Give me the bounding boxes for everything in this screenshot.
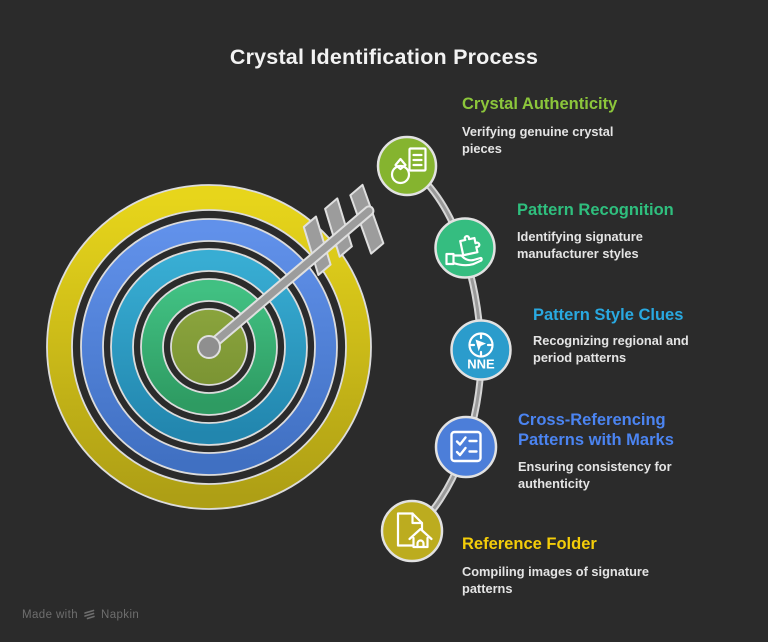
napkin-logo-icon <box>84 609 95 620</box>
watermark: Made with Napkin <box>22 608 139 621</box>
step-desc-reference-folder: Compiling images of signature patterns <box>462 564 649 596</box>
home-icon-mask <box>409 528 432 548</box>
step-heading-pattern-style-clues: Pattern Style Clues <box>533 306 684 324</box>
step-heading-reference-folder: Reference Folder <box>462 535 597 553</box>
watermark-brand: Napkin <box>101 608 140 621</box>
arrow-icon <box>197 183 385 359</box>
step-desc-pattern-style-clues: Recognizing regional and period patterns <box>533 333 689 365</box>
step-heading-cross-referencing: Cross-Referencing Patterns with Marks <box>518 411 674 449</box>
compass-needle <box>475 339 486 352</box>
checklist-icon <box>450 430 482 463</box>
step-circle-pattern-style-clues <box>450 319 512 381</box>
step-heading-crystal-authenticity: Crystal Authenticity <box>462 95 618 113</box>
step-circle-reference-folder <box>380 499 444 563</box>
step-circle-crystal-authenticity <box>376 135 438 197</box>
document-home-icon <box>396 512 433 549</box>
compass-icon: NNE <box>467 332 495 372</box>
watermark-prefix: Made with <box>22 608 79 621</box>
compass-direction-label: NNE <box>467 357 495 372</box>
hand-holding-puzzle-icon <box>445 235 483 267</box>
page-title: Crystal Identification Process <box>229 45 539 69</box>
bullseye-target <box>46 184 372 510</box>
step-heading-pattern-recognition: Pattern Recognition <box>517 201 674 219</box>
step-desc-crystal-authenticity: Verifying genuine crystal pieces <box>462 124 614 156</box>
arrow-impact-dot <box>197 335 221 359</box>
step-desc-cross-referencing: Ensuring consistency for authenticity <box>518 459 672 491</box>
magnifier-ring-document-icon <box>390 147 427 185</box>
step-desc-pattern-recognition: Identifying signature manufacturer style… <box>517 229 643 261</box>
step-circle-pattern-recognition <box>434 217 496 279</box>
